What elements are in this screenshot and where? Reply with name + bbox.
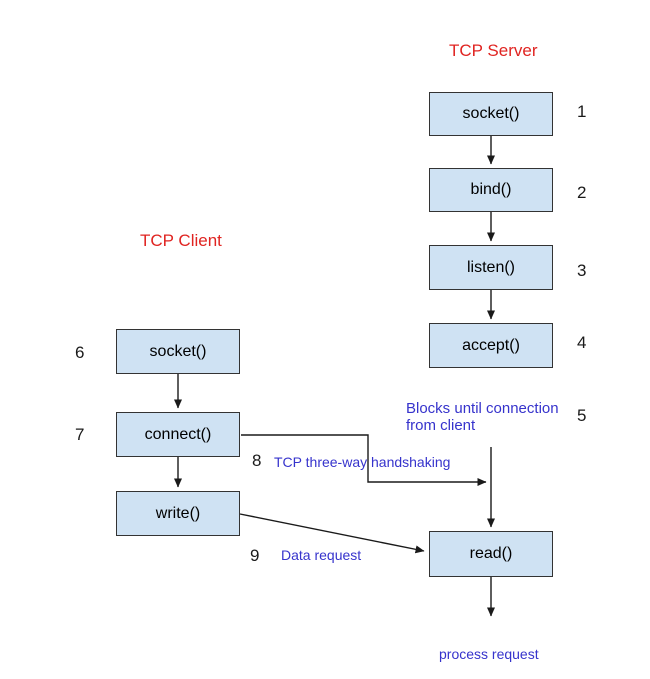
step-number-4: 4: [577, 333, 587, 352]
server-box-listen: listen(): [429, 245, 553, 290]
step-number-2: 2: [577, 183, 587, 202]
server-box-bind: bind(): [429, 168, 553, 212]
arrow-data-request: [239, 513, 425, 554]
step-number-7: 7: [75, 425, 85, 444]
handshake-note: TCP three-way handshaking: [274, 454, 451, 470]
server-box-accept: accept(): [429, 323, 553, 368]
process-request-note: process request: [439, 646, 539, 662]
step-number-1: 1: [577, 102, 587, 121]
client-box-connect: connect(): [116, 412, 240, 457]
client-title: TCP Client: [140, 231, 222, 250]
client-box-write: write(): [116, 491, 240, 536]
blocks-note-line1: Blocks until connection: [406, 400, 559, 417]
step-number-8: 8: [252, 451, 262, 470]
data-request-note: Data request: [281, 547, 362, 563]
step-number-6: 6: [75, 343, 85, 362]
step-number-3: 3: [577, 261, 587, 280]
blocks-note-line2: from client: [406, 417, 476, 434]
blocks-until-connection-note: Blocks until connection from client: [406, 400, 559, 434]
server-title: TCP Server: [449, 41, 538, 60]
server-box-read: read(): [429, 531, 553, 577]
server-box-socket: socket(): [429, 92, 553, 136]
step-number-9: 9: [250, 546, 260, 565]
step-number-5: 5: [577, 406, 587, 425]
client-box-socket: socket(): [116, 329, 240, 374]
